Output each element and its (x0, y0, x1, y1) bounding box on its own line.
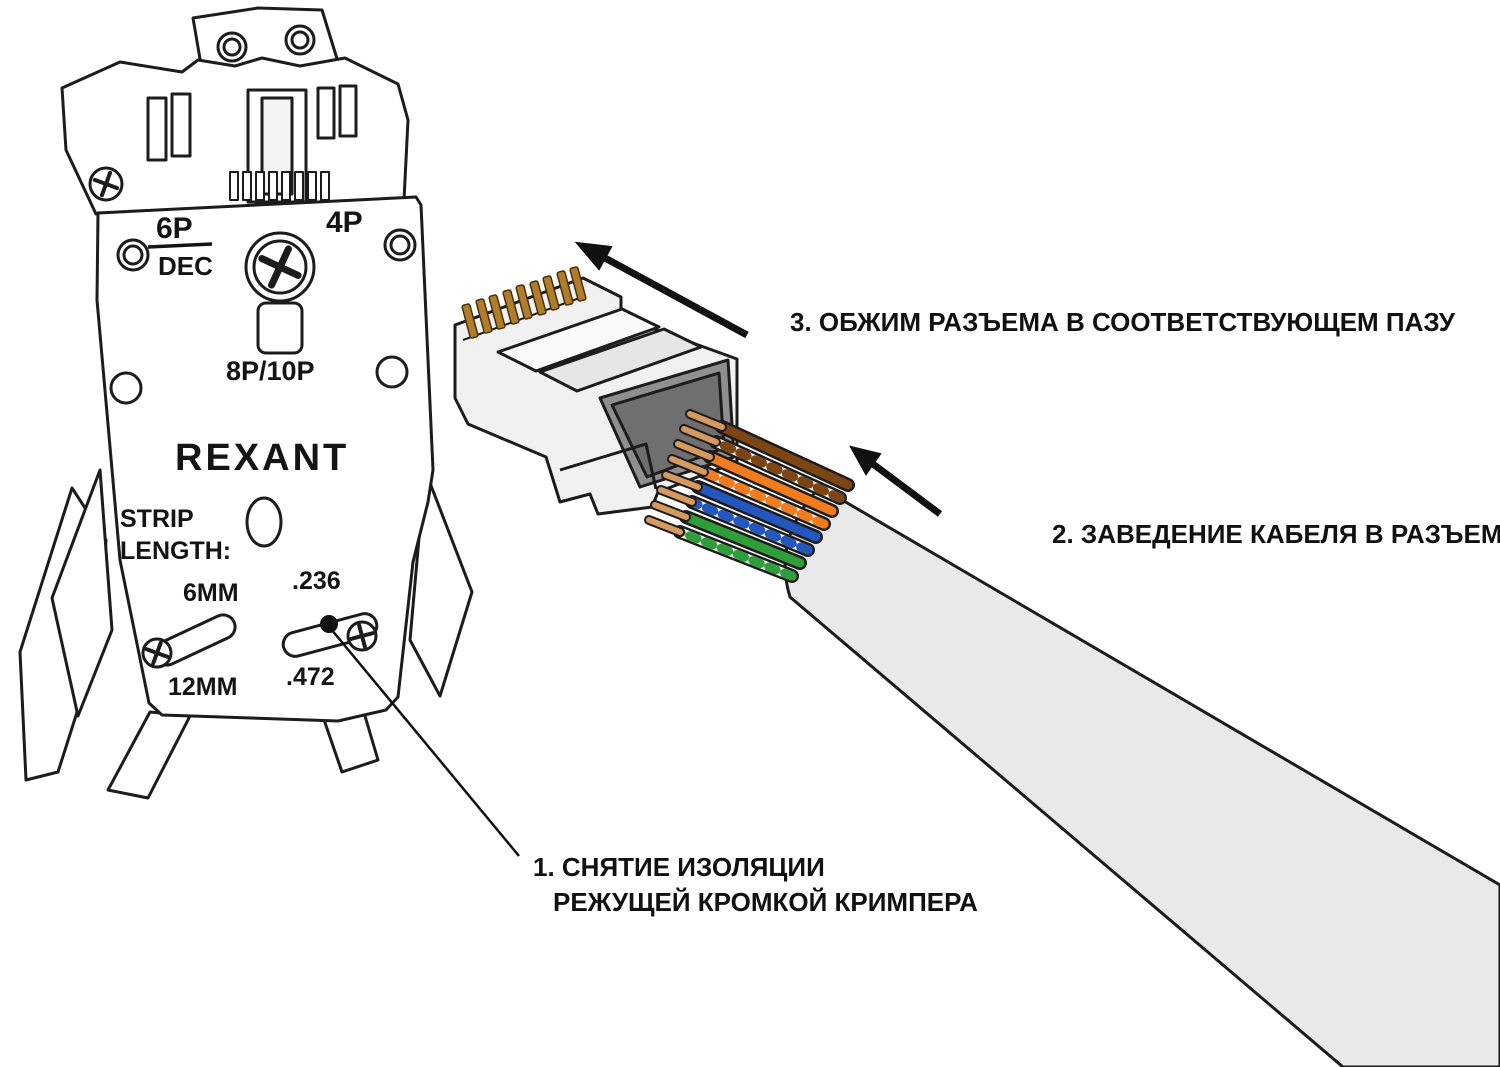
wire-white-orange (667, 454, 831, 531)
step1-label-line1: 1. СНЯТИЕ ИЗОЛЯЦИИ (533, 852, 825, 882)
connector-top-window (496, 307, 661, 373)
wire-orange (673, 439, 839, 518)
annotations: 3. ОБЖИМ РАЗЪЕМА В СООТВЕТСТВУЮЩЕМ ПАЗУ … (320, 241, 1500, 917)
wire-green (650, 500, 807, 570)
handle-left-wing (50, 468, 114, 718)
label-236: .236 (292, 567, 341, 595)
label-length: LENGTH: (120, 537, 231, 565)
plate-hole-inner (122, 244, 144, 266)
handle-right-wing (408, 468, 474, 698)
plate-hole-inner (389, 234, 411, 256)
utp-cable-illustration (644, 409, 1500, 1067)
leader-line-step1 (330, 628, 520, 857)
head-slot (316, 86, 336, 140)
head-slot (170, 92, 192, 158)
arrow-step3-icon (574, 241, 749, 339)
plate-hole (109, 371, 143, 405)
slot-screw-icon (141, 637, 173, 669)
label-6mm: 6MM (183, 579, 239, 607)
handle-stub-left (106, 710, 192, 800)
label-12mm: 12MM (168, 673, 237, 701)
crimp-teeth (229, 171, 330, 201)
step1-label-line2: РЕЖУЩЕЙ КРОМКОЙ КРИМПЕРА (553, 887, 978, 917)
head-slot (338, 84, 358, 138)
label-4p: 4P (326, 206, 363, 239)
head-hole-left-inner (222, 37, 242, 57)
head-hole-right-inner (290, 30, 310, 50)
head-slot (146, 96, 168, 162)
latch-slot (256, 301, 304, 355)
fraction-line (147, 242, 213, 249)
wire-white-green (644, 515, 799, 583)
crimper-tool-labels: 6P DEC 4P 8P/10P REXANT STRIP LENGTH: 6M… (120, 206, 363, 701)
plate-hole (375, 355, 409, 389)
step3-label: 3. ОБЖИМ РАЗЪЕМА В СООТВЕТСТВУЮЩЕМ ПАЗУ (790, 307, 1456, 337)
slot-screw-icon (346, 620, 378, 652)
step2-label: 2. ЗАВЕДЕНИЕ КАБЕЛЯ В РАЗЪЕМ (1052, 519, 1500, 549)
label-8p10p: 8P/10P (226, 356, 315, 386)
head-screw-icon (88, 166, 124, 202)
label-dec: DEC (158, 251, 213, 281)
brand-logo: REXANT (175, 437, 349, 479)
step-labels: 3. ОБЖИМ РАЗЪЕМА В СООТВЕТСТВУЮЩЕМ ПАЗУ … (533, 307, 1500, 917)
arrow-step2-icon (849, 445, 943, 517)
center-screw-icon (244, 231, 316, 303)
cable-jacket (783, 485, 1500, 1067)
wire-white-brown (679, 424, 847, 505)
wire-blue (661, 470, 823, 544)
connector-pins (461, 266, 587, 339)
label-strip: STRIP (120, 505, 194, 533)
cable-wires (644, 409, 855, 583)
connector-latch-line (559, 442, 658, 490)
label-6p: 6P (156, 212, 193, 245)
oval-hole (245, 496, 283, 548)
label-472: .472 (286, 663, 335, 691)
marker-dot-step1 (320, 615, 338, 633)
wire-white-blue (656, 485, 815, 557)
wire-brown (685, 409, 855, 492)
crimper-tool-illustration (18, 6, 474, 800)
connector-ridge (538, 327, 703, 393)
